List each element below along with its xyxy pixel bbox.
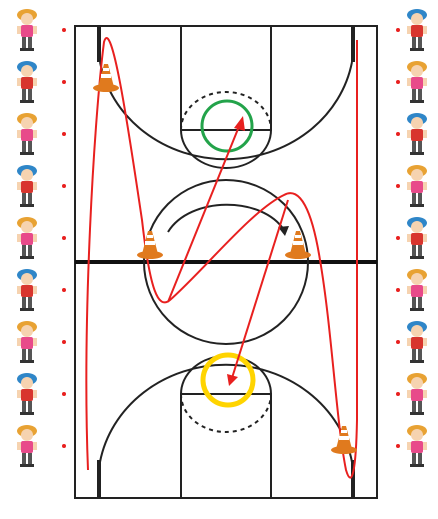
player-marker-dot	[396, 80, 400, 84]
child-player-icon	[404, 372, 430, 416]
child-player-icon	[14, 60, 40, 104]
player-marker-dot	[396, 444, 400, 448]
player-marker-dot	[396, 184, 400, 188]
child-player-icon	[404, 8, 430, 52]
player-marker-dot	[62, 132, 66, 136]
player-marker-dot	[62, 288, 66, 292]
child-player-icon	[14, 320, 40, 364]
player-marker-dot	[62, 28, 66, 32]
child-player-icon	[404, 164, 430, 208]
child-player-icon	[14, 216, 40, 260]
child-player-icon	[404, 216, 430, 260]
child-player-icon	[404, 320, 430, 364]
player-marker-dot	[396, 132, 400, 136]
child-player-icon	[14, 268, 40, 312]
child-player-icon	[14, 372, 40, 416]
player-marker-dot	[396, 288, 400, 292]
player-marker-dot	[396, 236, 400, 240]
child-player-icon	[14, 164, 40, 208]
child-player-icon	[14, 112, 40, 156]
child-player-icon	[14, 8, 40, 52]
player-marker-dot	[396, 340, 400, 344]
child-player-icon	[404, 268, 430, 312]
player-marker-dot	[62, 340, 66, 344]
child-player-icon	[14, 424, 40, 468]
player-marker-dot	[62, 80, 66, 84]
child-player-icon	[404, 112, 430, 156]
player-marker-dot	[396, 392, 400, 396]
player-marker-dot	[62, 184, 66, 188]
player-marker-dot	[62, 236, 66, 240]
child-player-icon	[404, 424, 430, 468]
child-player-icon	[404, 60, 430, 104]
player-marker-dot	[62, 392, 66, 396]
player-marker-dot	[62, 444, 66, 448]
player-marker-dot	[396, 28, 400, 32]
